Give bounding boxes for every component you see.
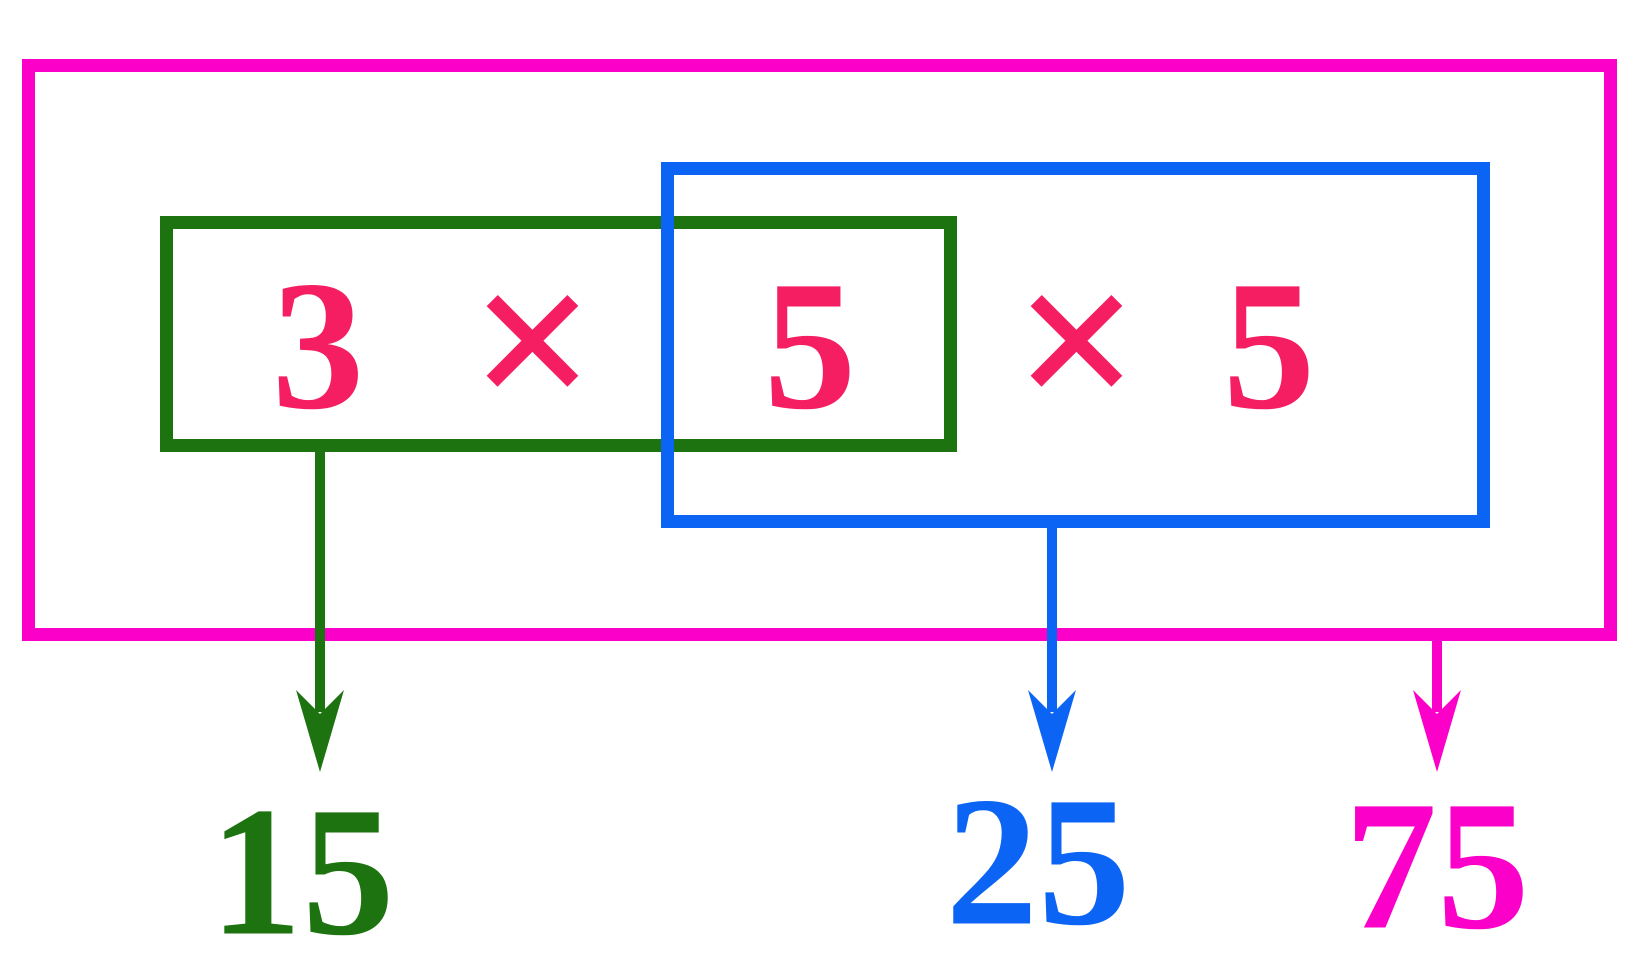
magenta-arrowhead-icon <box>1413 690 1461 772</box>
green-arrowhead-icon <box>296 690 344 772</box>
factor-5-first-label: 5 <box>763 243 857 449</box>
magenta-arrow-stem <box>1432 632 1442 712</box>
outer-box-magenta <box>22 59 1617 641</box>
factor-5-second-label: 5 <box>1222 243 1316 449</box>
product-15-label: 15 <box>209 769 395 974</box>
group-box-green <box>160 216 957 452</box>
factor-3-label: 3 <box>271 243 365 449</box>
product-25-label: 25 <box>945 759 1131 965</box>
green-arrow-stem <box>315 446 325 712</box>
multiplication-sign-2: × <box>1014 218 1140 462</box>
product-75-label: 75 <box>1344 763 1530 969</box>
blue-arrow-stem <box>1047 521 1057 712</box>
blue-arrowhead-icon <box>1028 690 1076 772</box>
multiplication-sign-1: × <box>470 218 596 462</box>
group-box-blue <box>661 162 1490 528</box>
